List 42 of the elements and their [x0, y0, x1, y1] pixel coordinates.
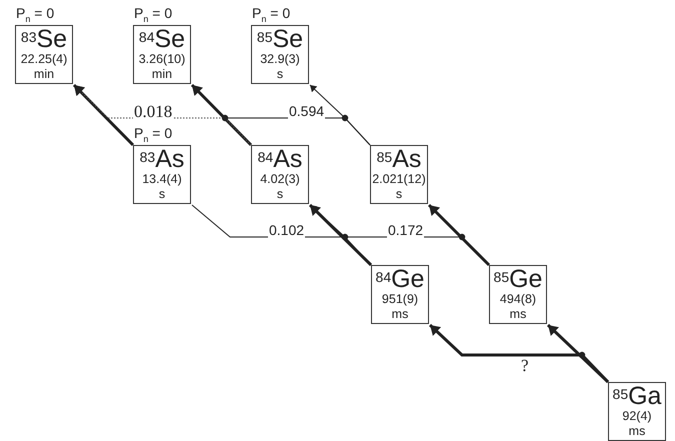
decay-arrow: [428, 324, 610, 384]
nuclide-box: [251, 145, 309, 204]
nuclide-symbol: $^{85}$Ge: [492, 267, 544, 291]
neutron-emission-probability: P$_{n}$ = 0: [134, 5, 172, 26]
half-life: 3.26(10) min: [138, 52, 186, 82]
nuclide-symbol: $^{85}$Se: [256, 27, 304, 51]
neutron-emission-probability: P$_{n}$ = 0: [16, 5, 54, 26]
half-life: 32.9(3) s: [260, 52, 300, 82]
branching-ratio: 0.018: [133, 104, 174, 119]
nuclide-box: [371, 265, 429, 324]
nuclide-box: [608, 382, 666, 441]
decay-arrow: [428, 204, 490, 266]
decay-arrow: [546, 324, 610, 384]
nuclide-symbol: $^{85}$As: [376, 147, 422, 171]
decay-arrow: [308, 204, 372, 266]
half-life: 494(8) ms: [500, 292, 536, 322]
half-life: 22.25(4) min: [20, 52, 68, 82]
decay-arrow: [72, 84, 134, 146]
neutron-emission-probability: P$_{n}$ = 0: [252, 5, 290, 26]
nuclide-box: [133, 25, 191, 84]
nuclide-symbol: $^{84}$As: [256, 147, 304, 171]
nuclide-box: [15, 25, 73, 84]
nuclide-box: [370, 145, 428, 204]
branching-ratio: ?: [520, 358, 530, 373]
half-life: 4.02(3) s: [260, 172, 300, 202]
nuclide-box: [489, 265, 547, 324]
half-life: 2.021(12) s: [372, 172, 426, 202]
neutron-emission-probability: P$_{n}$ = 0: [134, 125, 172, 146]
nuclide-symbol: $^{83}$Se: [20, 27, 68, 51]
nuclide-box: [251, 25, 309, 84]
branching-ratio: 0.102: [268, 223, 306, 238]
nuclide-symbol: $^{85}$Ga: [612, 384, 662, 408]
branching-ratio: 0.594: [288, 104, 326, 119]
half-life: 92(4) ms: [622, 409, 652, 439]
branching-ratio: 0.172: [387, 223, 424, 238]
nuclide-symbol: $^{84}$Ge: [374, 267, 426, 291]
nuclide-symbol: $^{83}$As: [138, 147, 186, 171]
half-life: 13.4(4) s: [142, 172, 182, 202]
decay-arrow: [190, 84, 252, 146]
nuclide-box: [133, 145, 191, 204]
half-life: 951(9) ms: [382, 292, 418, 322]
nuclide-symbol: $^{84}$Se: [138, 27, 186, 51]
